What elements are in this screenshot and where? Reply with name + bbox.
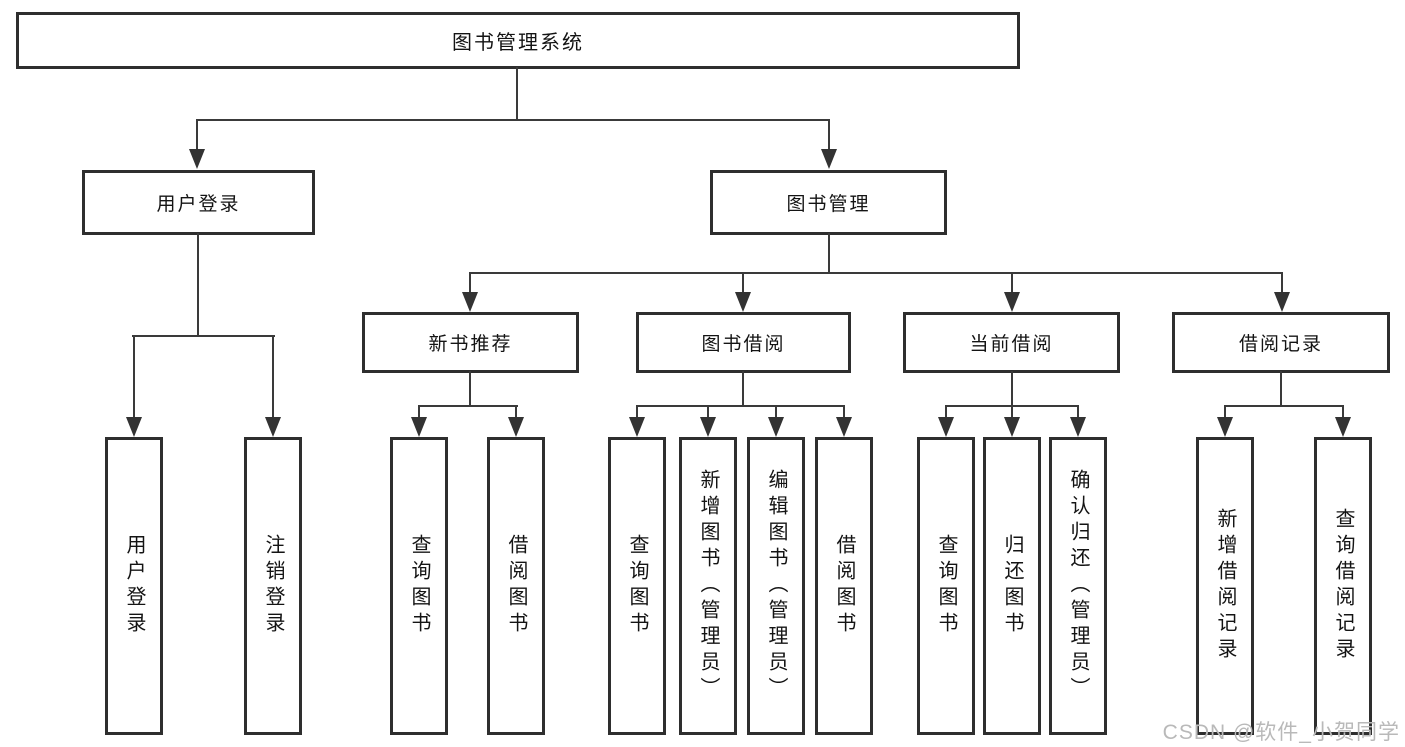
arrow-down-icon bbox=[768, 417, 784, 437]
connector-line bbox=[1280, 371, 1282, 407]
node-label: 归还图书 bbox=[1001, 534, 1023, 638]
arrow-down-icon bbox=[411, 417, 427, 437]
node-label: 新增借阅记录 bbox=[1214, 508, 1236, 664]
connector-line bbox=[636, 405, 845, 407]
node-book-borrow: 图书借阅 bbox=[636, 312, 851, 373]
node-label: 查询图书 bbox=[408, 534, 430, 638]
node-label: 用户登录 bbox=[156, 194, 241, 215]
node-label: 图书管理 bbox=[786, 194, 871, 215]
connector-line bbox=[418, 405, 518, 407]
node-label: 当前借阅 bbox=[969, 334, 1054, 355]
connector-line bbox=[1281, 274, 1283, 294]
connector-line bbox=[133, 337, 135, 419]
arrow-down-icon bbox=[821, 149, 837, 169]
node-label: 新增图书（管理员） bbox=[697, 469, 719, 703]
connector-line bbox=[516, 67, 518, 121]
arrow-down-icon bbox=[189, 149, 205, 169]
connector-line bbox=[775, 407, 777, 419]
node-book-management: 图书管理 bbox=[710, 170, 947, 235]
connector-line bbox=[1224, 405, 1344, 407]
watermark: CSDN @软件_小贺同学 bbox=[1162, 721, 1400, 744]
arrow-down-icon bbox=[1004, 417, 1020, 437]
leaf-bb-edit-books: 编辑图书（管理员） bbox=[747, 437, 805, 735]
connector-line bbox=[132, 335, 275, 337]
connector-line bbox=[945, 407, 947, 419]
arrow-down-icon bbox=[1070, 417, 1086, 437]
arrow-down-icon bbox=[700, 417, 716, 437]
leaf-logout: 注销登录 bbox=[244, 437, 302, 735]
node-label: 确认归还（管理员） bbox=[1067, 469, 1089, 703]
arrow-down-icon bbox=[938, 417, 954, 437]
arrow-down-icon bbox=[1274, 292, 1290, 312]
connector-line bbox=[742, 274, 744, 294]
arrow-down-icon bbox=[462, 292, 478, 312]
leaf-br-add-record: 新增借阅记录 bbox=[1196, 437, 1254, 735]
arrow-down-icon bbox=[629, 417, 645, 437]
connector-line bbox=[742, 371, 744, 407]
connector-line bbox=[828, 121, 830, 151]
node-label: 借阅图书 bbox=[505, 534, 527, 638]
node-new-book-recommend: 新书推荐 bbox=[362, 312, 579, 373]
connector-line bbox=[272, 337, 274, 419]
node-root-system: 图书管理系统 bbox=[16, 12, 1020, 69]
connector-line bbox=[1224, 407, 1226, 419]
node-label: 图书借阅 bbox=[701, 334, 786, 355]
node-current-borrow: 当前借阅 bbox=[903, 312, 1120, 373]
arrow-down-icon bbox=[836, 417, 852, 437]
leaf-bb-add-books: 新增图书（管理员） bbox=[679, 437, 737, 735]
connector-line bbox=[469, 272, 1283, 274]
connector-line bbox=[469, 274, 471, 294]
leaf-user-login: 用户登录 bbox=[105, 437, 163, 735]
connector-line bbox=[828, 233, 830, 274]
connector-line bbox=[1011, 407, 1013, 419]
connector-line bbox=[1011, 274, 1013, 294]
connector-line bbox=[418, 407, 420, 419]
leaf-br-query-record: 查询借阅记录 bbox=[1314, 437, 1372, 735]
node-label: 注销登录 bbox=[262, 534, 284, 638]
connector-line bbox=[1011, 371, 1013, 407]
node-label: 用户登录 bbox=[123, 534, 145, 638]
leaf-cb-query-books: 查询图书 bbox=[917, 437, 975, 735]
node-user-login: 用户登录 bbox=[82, 170, 315, 235]
connector-line bbox=[636, 407, 638, 419]
connector-line bbox=[1342, 407, 1344, 419]
arrow-down-icon bbox=[1004, 292, 1020, 312]
connector-line bbox=[469, 371, 471, 407]
connector-line bbox=[945, 405, 1079, 407]
connector-line bbox=[196, 121, 198, 151]
node-borrow-record: 借阅记录 bbox=[1172, 312, 1390, 373]
node-label: 借阅记录 bbox=[1238, 334, 1323, 355]
arrow-down-icon bbox=[265, 417, 281, 437]
node-label: 图书管理系统 bbox=[452, 32, 584, 54]
node-label: 新书推荐 bbox=[428, 334, 513, 355]
leaf-cb-return-books: 归还图书 bbox=[983, 437, 1041, 735]
node-label: 查询借阅记录 bbox=[1332, 508, 1354, 664]
node-label: 查询图书 bbox=[935, 534, 957, 638]
arrow-down-icon bbox=[1335, 417, 1351, 437]
node-label: 借阅图书 bbox=[833, 534, 855, 638]
leaf-nbr-borrow-books: 借阅图书 bbox=[487, 437, 545, 735]
connector-line bbox=[196, 119, 830, 121]
node-label: 编辑图书（管理员） bbox=[765, 469, 787, 703]
connector-line bbox=[843, 407, 845, 419]
leaf-bb-query-books: 查询图书 bbox=[608, 437, 666, 735]
connector-line bbox=[707, 407, 709, 419]
arrow-down-icon bbox=[508, 417, 524, 437]
leaf-nbr-query-books: 查询图书 bbox=[390, 437, 448, 735]
leaf-cb-confirm-return: 确认归还（管理员） bbox=[1049, 437, 1107, 735]
arrow-down-icon bbox=[735, 292, 751, 312]
arrow-down-icon bbox=[126, 417, 142, 437]
connector-line bbox=[197, 233, 199, 337]
leaf-bb-borrow-books: 借阅图书 bbox=[815, 437, 873, 735]
arrow-down-icon bbox=[1217, 417, 1233, 437]
node-label: 查询图书 bbox=[626, 534, 648, 638]
connector-line bbox=[515, 407, 517, 419]
connector-line bbox=[1077, 407, 1079, 419]
